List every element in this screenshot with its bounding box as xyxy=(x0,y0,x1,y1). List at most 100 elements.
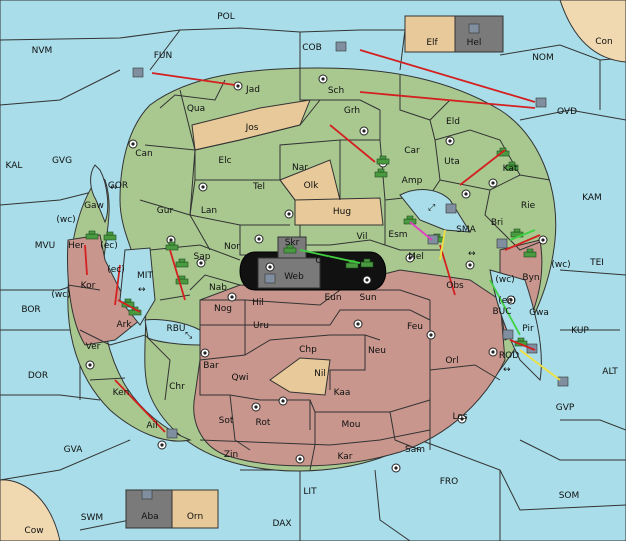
label-nar: Nar xyxy=(292,163,308,173)
label-esm: Esm xyxy=(388,230,407,240)
army-unit-icon[interactable] xyxy=(523,248,537,258)
label-her: Her xyxy=(68,241,84,251)
label-pir: Pir xyxy=(522,324,534,334)
fleet-unit-icon[interactable] xyxy=(445,203,457,214)
supply-center-dot-center xyxy=(394,466,398,470)
supply-center-dot-center xyxy=(468,263,472,267)
fleet-unit-icon[interactable] xyxy=(535,97,547,108)
fleet-unit-icon[interactable] xyxy=(557,376,569,387)
label-sun: Sun xyxy=(359,293,376,303)
fleet-unit-icon[interactable] xyxy=(132,67,144,78)
label-nog: Nog xyxy=(214,304,232,314)
fleet-unit-icon[interactable] xyxy=(166,428,178,439)
fleet-unit-icon[interactable] xyxy=(264,273,276,284)
label-kar: Kar xyxy=(338,452,353,462)
army-unit-icon[interactable] xyxy=(376,155,390,165)
label-kat: Kat xyxy=(503,164,518,174)
label-lan: Lan xyxy=(201,206,217,216)
label-wc: (wc) xyxy=(551,260,570,270)
label-buc: BUC xyxy=(492,307,511,317)
label-uta: Uta xyxy=(444,157,460,167)
label-sam: Sam xyxy=(405,445,425,455)
label-bar: Bar xyxy=(203,361,219,371)
army-unit-icon[interactable] xyxy=(85,230,99,240)
label-amp: Amp xyxy=(402,176,423,186)
label-wc: (wc) xyxy=(56,215,75,225)
fleet-unit-icon[interactable] xyxy=(427,234,439,245)
army-unit-icon[interactable] xyxy=(360,258,374,268)
label-orl: Orl xyxy=(445,356,458,366)
label-qua: Qua xyxy=(187,104,205,114)
label-ec: (ec) xyxy=(107,265,125,275)
fleet-unit-icon[interactable] xyxy=(141,489,153,500)
army-unit-icon[interactable] xyxy=(505,161,519,171)
inset-orn xyxy=(171,489,219,529)
supply-center-dot-center xyxy=(287,212,291,216)
label-ovd: OVD xyxy=(557,107,577,117)
label-tei: TEI xyxy=(589,258,604,268)
label-jos: Jos xyxy=(245,123,259,133)
fleet-unit-icon[interactable] xyxy=(468,23,480,34)
label-jad: Jad xyxy=(245,85,260,95)
label-dax: DAX xyxy=(272,519,291,529)
fleet-unit-icon[interactable] xyxy=(496,238,508,249)
label-ec: (ec) xyxy=(100,241,118,251)
label-rot: Rot xyxy=(256,418,271,428)
label-ark: Ark xyxy=(116,320,132,330)
label-elc: Elc xyxy=(218,156,231,166)
label-nvm: NVM xyxy=(32,46,53,56)
label-hug: Hug xyxy=(333,207,351,217)
label-rie: Rie xyxy=(521,201,536,211)
sea-borders xyxy=(0,27,626,541)
label-los: Los xyxy=(452,412,467,422)
supply-center-dot-center xyxy=(460,417,464,421)
supply-center-dot-center xyxy=(509,298,513,302)
rbu-channel xyxy=(144,319,201,346)
inset-hel xyxy=(454,15,504,53)
label-bri: Bri xyxy=(491,218,503,228)
supply-center-dot-center xyxy=(201,185,205,189)
label-mel: Mel xyxy=(408,252,424,262)
supply-center-dot-center xyxy=(448,139,452,143)
label-som: SOM xyxy=(559,491,580,501)
supply-center-dot-center xyxy=(169,238,173,242)
label-sap: Sap xyxy=(194,252,211,262)
label-nab: Nab xyxy=(209,283,227,293)
label-car: Car xyxy=(404,146,420,156)
label-gaw: Gaw xyxy=(84,201,104,211)
svg-text:↔: ↔ xyxy=(503,365,511,375)
label-kor: Kor xyxy=(81,281,96,291)
label-chr: Chr xyxy=(169,382,185,392)
label-fun: FUN xyxy=(154,51,173,61)
label-aba: Aba xyxy=(141,512,158,522)
army-unit-icon[interactable] xyxy=(175,275,189,285)
supply-center-dot-center xyxy=(254,405,258,409)
army-unit-icon[interactable] xyxy=(103,231,117,241)
label-nil: Nil xyxy=(314,369,326,379)
supply-centers xyxy=(85,74,548,473)
label-lit: LIT xyxy=(303,487,317,497)
convoy-arrows: ↔ ↔ ⤡ ⤢ ↔ ↔ xyxy=(110,183,511,375)
label-gur: Gur xyxy=(157,206,174,216)
army-unit-icon[interactable] xyxy=(165,241,179,251)
supply-center-dot-center xyxy=(429,333,433,337)
army-unit-icon[interactable] xyxy=(283,244,297,254)
label-wc: (wc) xyxy=(51,290,70,300)
supply-center-dot-center xyxy=(268,265,272,269)
label-ail: Ail xyxy=(146,421,157,431)
label-wc: (wc) xyxy=(495,275,514,285)
label-cob: COB xyxy=(302,43,322,53)
supply-center-dot-center xyxy=(88,363,92,367)
label-mvu: MVU xyxy=(35,241,56,251)
supply-center-dot-center xyxy=(541,238,545,242)
fleet-unit-icon[interactable] xyxy=(502,329,514,340)
fleet-unit-icon[interactable] xyxy=(335,41,347,52)
army-unit-icon[interactable] xyxy=(175,258,189,268)
army-unit-icon[interactable] xyxy=(403,215,417,225)
label-neu: Neu xyxy=(368,346,386,356)
label-gvp: GVP xyxy=(556,403,575,413)
army-unit-icon[interactable] xyxy=(374,168,388,178)
label-web: Web xyxy=(284,272,304,282)
label-ec: (ec) xyxy=(498,296,516,306)
label-cow: Cow xyxy=(24,526,43,536)
